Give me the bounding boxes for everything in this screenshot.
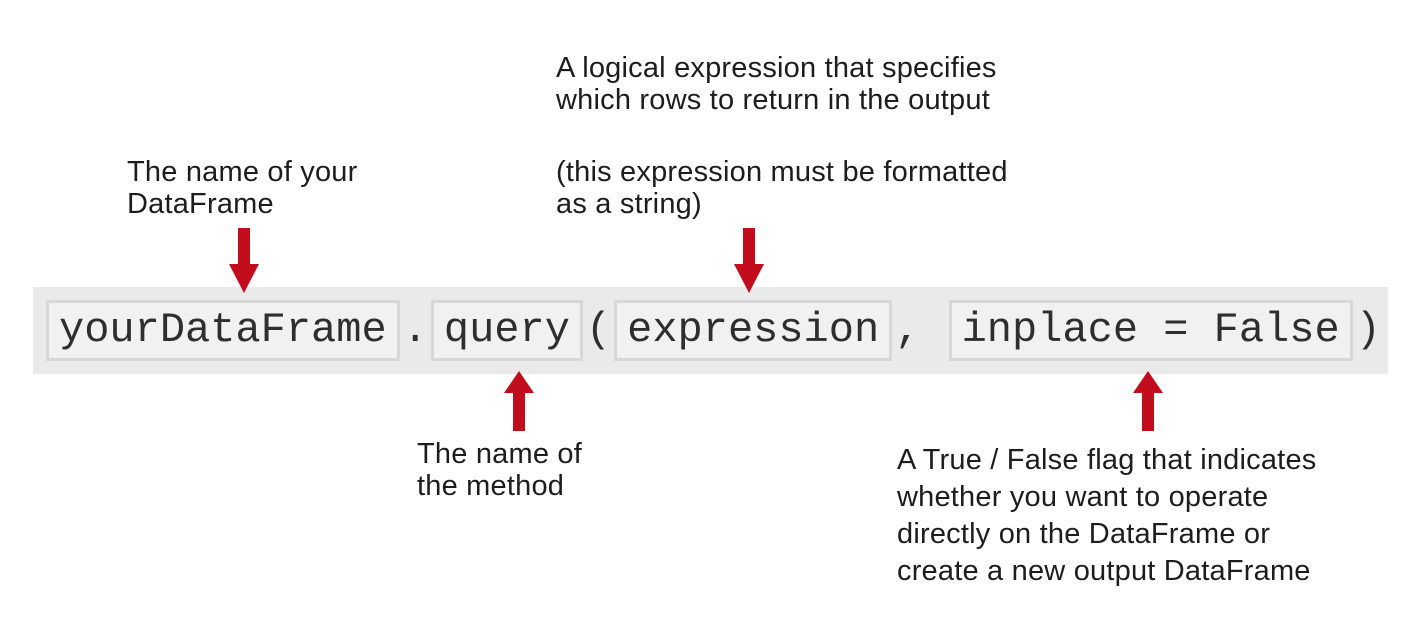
inplace-up-arrow-icon (1133, 371, 1163, 431)
expression-token-box: expression (614, 300, 893, 361)
method-up-arrow-icon (504, 371, 534, 431)
open-paren: ( (585, 306, 612, 354)
arrow-stem (743, 228, 755, 264)
inplace-token-box: inplace = False (948, 300, 1353, 361)
close-paren: ) (1355, 306, 1381, 354)
arrow-head (734, 264, 764, 293)
inplace-annotation: A True / False flag that indicates wheth… (897, 444, 1317, 587)
method-annotation: The name of the method (417, 438, 583, 502)
arrow-head (504, 371, 534, 393)
arrow-stem (513, 393, 525, 431)
expression-string-note: (this expression must be formatted as a … (556, 156, 1008, 220)
dataframe-down-arrow-icon (229, 228, 259, 293)
arrow-head (229, 264, 259, 293)
dot-separator: . (402, 306, 428, 354)
comma-separator: , (895, 306, 946, 354)
expression-down-arrow-icon (734, 228, 764, 293)
arrow-stem (238, 228, 250, 264)
dataframe-annotation: The name of your DataFrame (127, 156, 358, 220)
arrow-head (1133, 371, 1163, 393)
dataframe-token-box: yourDataFrame (46, 300, 400, 361)
arrow-stem (1142, 393, 1154, 431)
expression-annotation: A logical expression that specifies whic… (556, 52, 997, 116)
method-token-box: query (430, 300, 583, 361)
code-band: yourDataFrame . query ( expression , inp… (33, 287, 1388, 374)
